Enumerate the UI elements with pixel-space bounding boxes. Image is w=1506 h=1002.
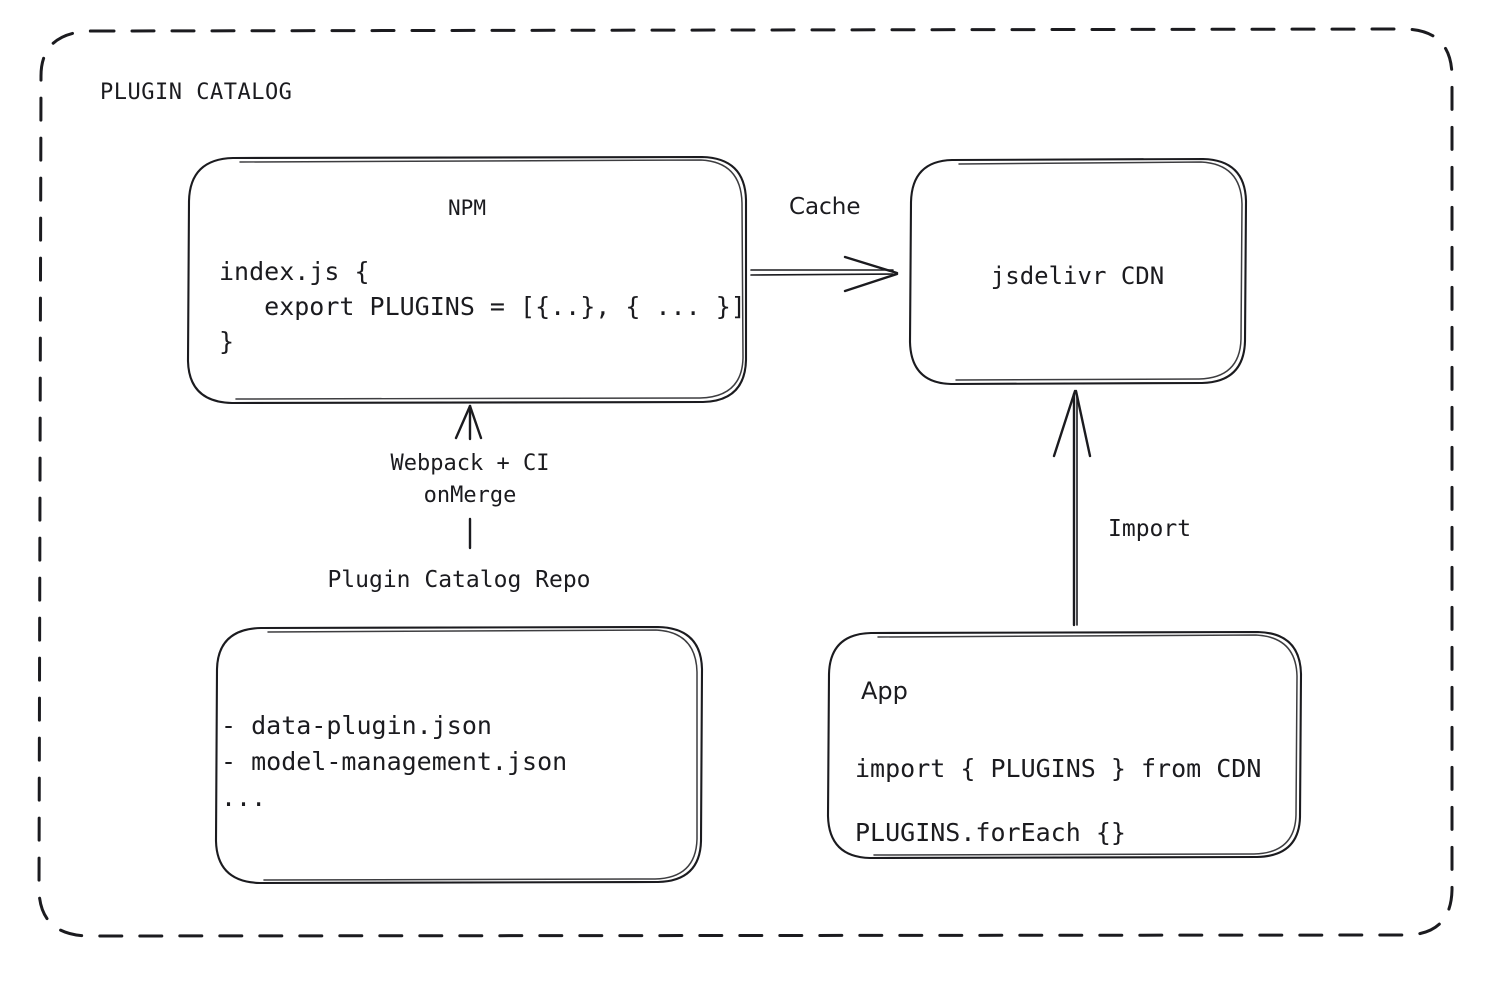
npm-code-line-1: index.js { xyxy=(219,257,370,286)
repo-box-title: Plugin Catalog Repo xyxy=(327,567,591,593)
app-box-title: App xyxy=(861,677,908,705)
repo-box xyxy=(214,625,704,885)
repo-box-file-list: - data-plugin.json - model-management.jso… xyxy=(221,708,567,816)
npm-box xyxy=(186,155,748,405)
npm-code-line-2: export PLUGINS = [{..}, { ... }] xyxy=(219,292,746,321)
cdn-box-title: jsdelivr CDN xyxy=(990,262,1165,290)
edge-label-line-1: Webpack + CI xyxy=(390,451,550,476)
edge-npm-to-cdn xyxy=(750,255,899,293)
app-code-line-1: import { PLUGINS } from CDN xyxy=(855,754,1262,783)
repo-file-item-2: - model-management.json xyxy=(221,747,568,776)
npm-box-code: index.js { export PLUGINS = [{..}, { ...… xyxy=(219,254,746,359)
edge-label-import: Import xyxy=(1108,516,1192,542)
plugin-catalog-frame xyxy=(37,27,1454,938)
edge-label-cache: Cache xyxy=(789,194,861,220)
npm-code-line-3: } xyxy=(219,327,235,356)
app-box xyxy=(826,630,1303,860)
app-code-line-2: PLUGINS.forEach {} xyxy=(855,818,1126,847)
edge-label-line-2: onMerge xyxy=(423,483,517,508)
edge-repo-to-npm xyxy=(454,404,483,550)
repo-file-item-3: ... xyxy=(221,783,267,812)
app-box-code: import { PLUGINS } from CDN PLUGINS.forEa… xyxy=(855,737,1261,865)
repo-file-item-1: - data-plugin.json xyxy=(221,711,492,740)
npm-box-title: NPM xyxy=(448,196,486,220)
frame-title: PLUGIN CATALOG xyxy=(100,80,293,105)
edge-label-webpack-ci: Webpack + CI onMerge xyxy=(330,448,610,512)
edge-app-to-cdn xyxy=(1052,389,1092,627)
cdn-box xyxy=(908,157,1248,386)
